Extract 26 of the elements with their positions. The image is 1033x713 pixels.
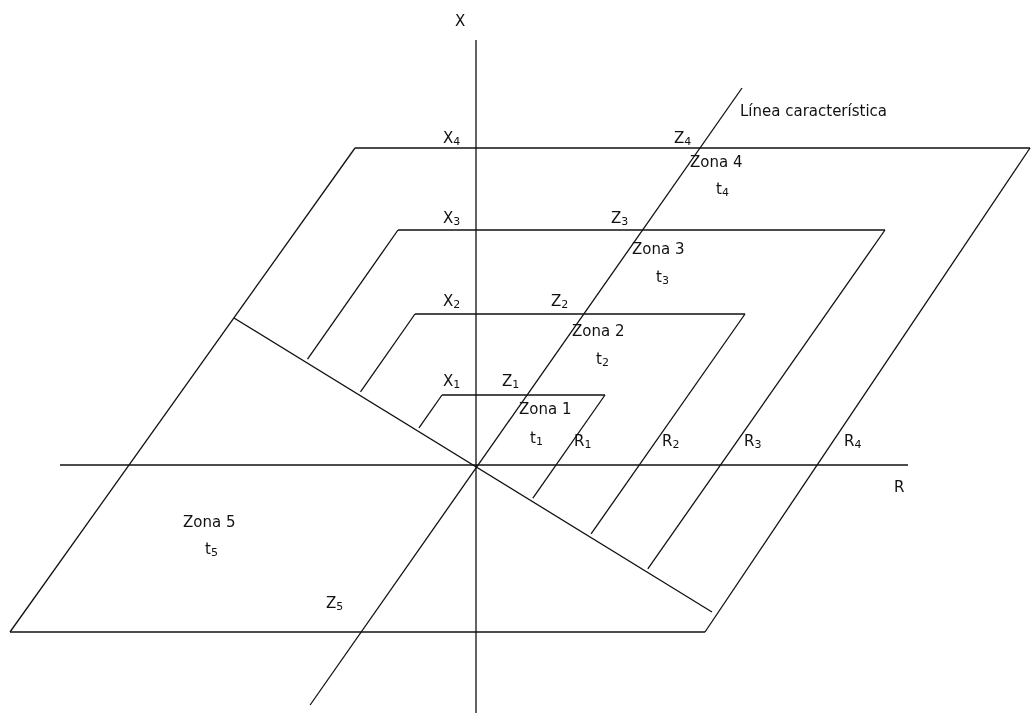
axis-tick-label: X$_{1}$: [443, 372, 461, 393]
point-label: Z$_{1}$: [502, 372, 520, 393]
point-label: Z$_{5}$: [326, 594, 344, 615]
axis-tick-label: R$_{2}$: [662, 432, 680, 453]
axis-tick-label: X$_{2}$: [443, 292, 461, 313]
time-label: t$_{3}$: [656, 268, 669, 289]
point-label: Z$_{2}$: [551, 292, 569, 313]
zone-label: Zona 4: [690, 153, 743, 171]
line-label: Línea característica: [740, 102, 887, 120]
zone-label: Zona 1: [519, 400, 572, 418]
zone-label: Zona 5: [183, 513, 236, 531]
time-label: t$_{1}$: [530, 429, 543, 450]
axis-tick-label: X$_{3}$: [443, 209, 461, 230]
point-label: Z$_{4}$: [674, 129, 692, 150]
zone-label: Zona 2: [572, 322, 625, 340]
axis-label: R: [894, 478, 905, 496]
time-label: t$_{5}$: [205, 540, 218, 561]
axis-tick-label: X$_{4}$: [443, 129, 461, 150]
axis-label: X: [455, 12, 466, 30]
zone-label: Zona 3: [632, 240, 685, 258]
axis-tick-label: R$_{4}$: [844, 432, 862, 453]
point-label: Z$_{3}$: [611, 209, 629, 230]
time-label: t$_{4}$: [716, 180, 729, 201]
axis-tick-label: R$_{3}$: [744, 432, 762, 453]
time-label: t$_{2}$: [596, 350, 609, 371]
axis-tick-label: R$_{1}$: [574, 432, 592, 453]
